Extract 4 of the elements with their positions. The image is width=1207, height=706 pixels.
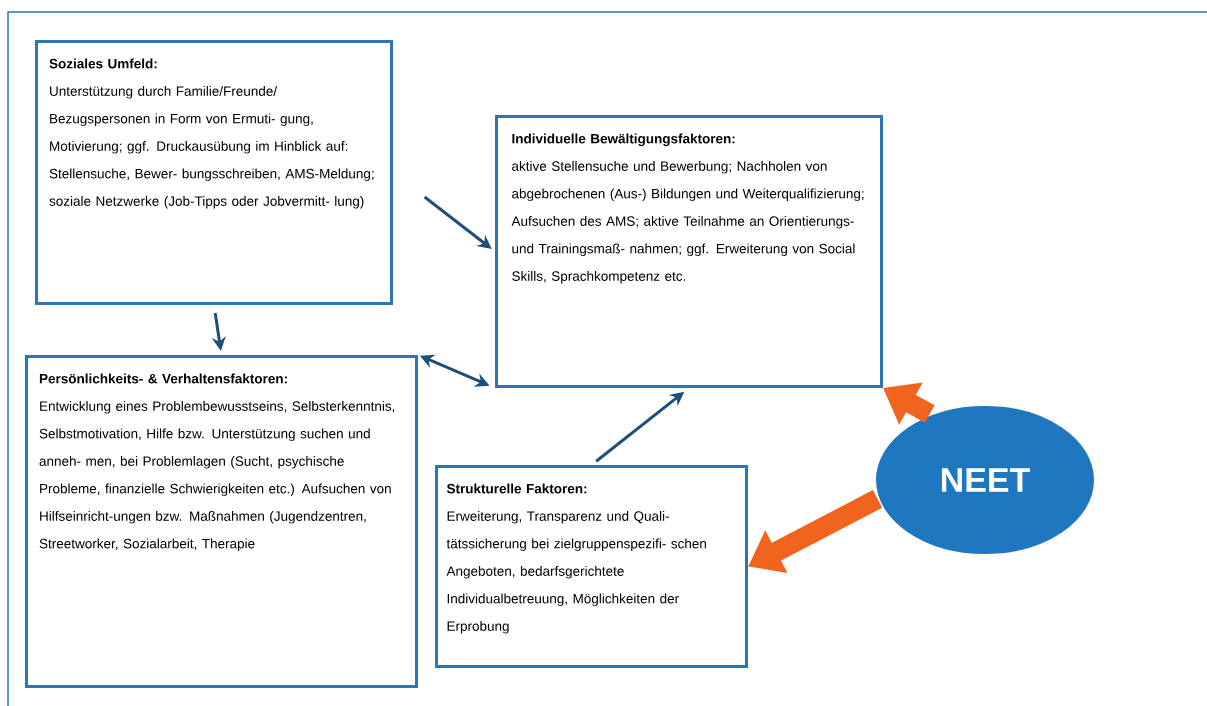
text-box: Individuelle Bewältigungsfaktoren: aktive Stellensuche und Bewerbung; Nachholen von abgebrochenen (Aus-) Bildungen und Weiterqualifizierung; Aufsuchen des AMS; aktive Teilnahme an Orientierungs- und Trainingsmaß- nahmen; ggf. Erweiterung von Social Skills, Sprachkompetenz etc. (495, 115, 883, 388)
text-box: Strukturelle Faktoren: Erweiterung, Transparenz und Quali- tätssicherung bei zielgruppenspezifi- schen Angeboten, bedarfsgerichtete Individualbetreuung, Möglichkeiten der Erprobung (435, 465, 748, 668)
text-box: Persönlichkeits- & Verhaltensfaktoren: Entwicklung eines Problembewusstseins, Selbsterkenntnis, Selbstmotivation, Hilfe bzw. Unterstützung suchen und anneh- men, bei Problemlagen (Sucht, psychische Probleme, finanzielle Schwierigkeiten etc.) Aufsuchen von Hilfseinricht-ungen bzw. Maßnahmen (Jugendzentren, Streetworker, Sozialarbeit, Therapie (25, 355, 418, 688)
text-box: Soziales Umfeld: Unterstützung durch Familie/Freunde/ Bezugspersonen in Form von Ermuti- gung, Motivierung; ggf. Druckausübung im Hinblick auf: Stellensuche, Bewer- bungsschreiben, AMS-Meldung; soziale Netzwerke (Job-Tipps oder Jobvermitt- lung) (35, 40, 393, 305)
